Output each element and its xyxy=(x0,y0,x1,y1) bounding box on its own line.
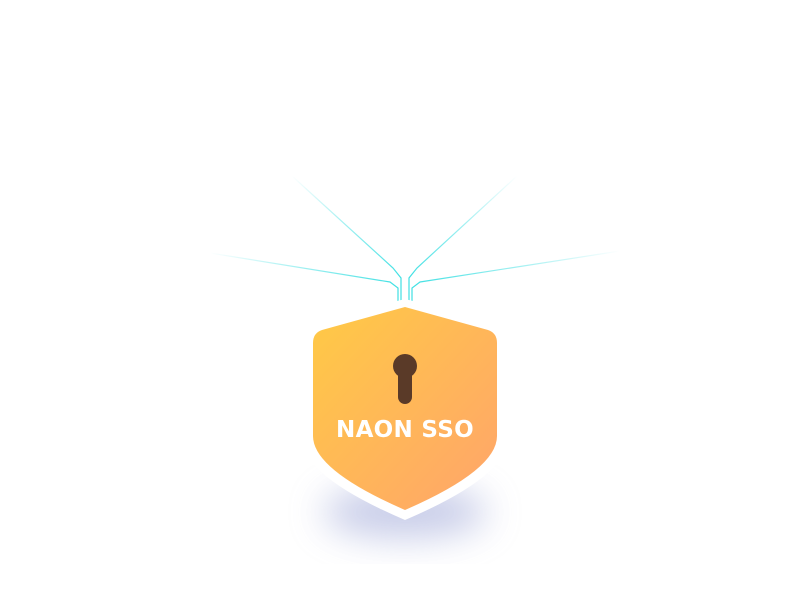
ray-upper-right xyxy=(408,175,518,303)
ray-far-left xyxy=(209,252,399,303)
keyhole-icon xyxy=(393,354,417,404)
shield-body xyxy=(313,307,497,510)
ray-far-right xyxy=(411,250,621,303)
shield: NAON SSO xyxy=(302,299,508,520)
ray-upper-left xyxy=(291,175,402,303)
shield-label: NAON SSO xyxy=(336,417,474,443)
connector-rays xyxy=(209,132,621,303)
